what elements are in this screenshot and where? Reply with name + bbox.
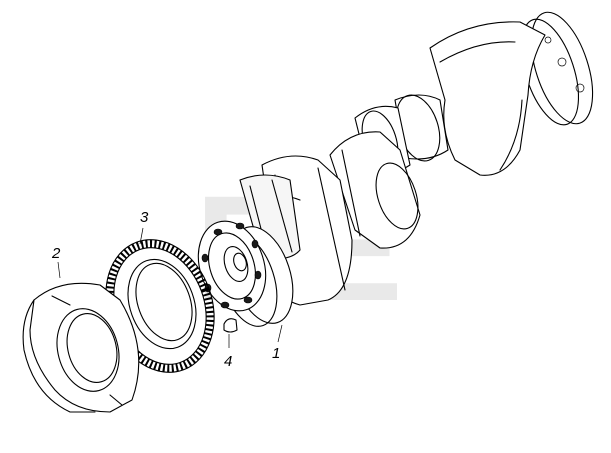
callout-3: 3 <box>140 209 149 226</box>
cover-part <box>22 261 140 413</box>
callout-2: 2 <box>51 245 61 262</box>
callout-4: 4 <box>224 353 232 370</box>
callout-1: 1 <box>272 345 280 362</box>
ring-gear-part <box>105 227 215 373</box>
crankshaft-part <box>197 11 594 343</box>
key-part <box>223 318 238 348</box>
